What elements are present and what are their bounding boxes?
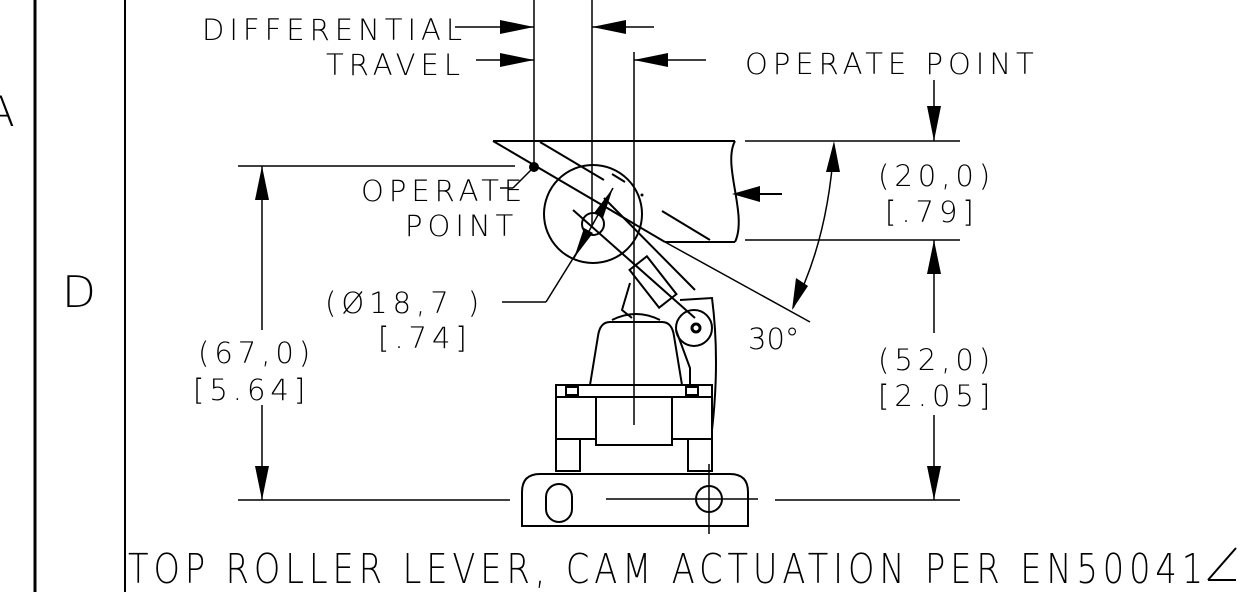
- centerlines: [238, 0, 960, 534]
- dim-52-line: [927, 240, 941, 500]
- dim-67-inch-label: [5.64]: [193, 373, 310, 407]
- row-letter-d: D: [62, 267, 96, 318]
- pivot: [675, 296, 717, 431]
- angle-label: 30°: [748, 322, 799, 356]
- dim-67-line: [255, 166, 269, 500]
- dim-20-inch-label: [.79]: [885, 195, 979, 229]
- point-label: POINT: [405, 209, 518, 243]
- extension-lines: [238, 140, 960, 323]
- operate-point-top-label: OPERATE POINT: [745, 47, 1039, 81]
- diameter-label: (Ø18,7 ): [325, 286, 484, 320]
- dim-20-label: (20,0): [878, 159, 995, 193]
- frame: [33, 0, 126, 592]
- differential-label: DIFFERENTIAL: [202, 13, 467, 47]
- operate-label: OPERATE: [361, 174, 527, 208]
- roller: [543, 164, 643, 264]
- diameter-inch-label: [.74]: [378, 321, 472, 355]
- cam-actuator: [492, 140, 740, 243]
- differential-travel-dim: [455, 20, 706, 67]
- switch-body: [555, 282, 713, 472]
- caption-box: [1207, 547, 1237, 581]
- diameter-dim: [502, 187, 614, 303]
- dim-52-label: (52,0): [878, 343, 995, 377]
- operate-point-top-arrow: [927, 80, 941, 141]
- cam-direction-arrow: [732, 186, 782, 202]
- dim-52-inch-label: [2.05]: [878, 379, 995, 413]
- dim-67-label: (67,0): [198, 336, 315, 370]
- operate-point-leader: [500, 162, 539, 189]
- row-letter-a: A: [0, 87, 15, 136]
- travel-label: TRAVEL: [326, 48, 465, 82]
- base: [521, 473, 749, 527]
- caption: TOP ROLLER LEVER, CAM ACTUATION PER EN50…: [128, 545, 1208, 592]
- angle-dim: [792, 141, 840, 310]
